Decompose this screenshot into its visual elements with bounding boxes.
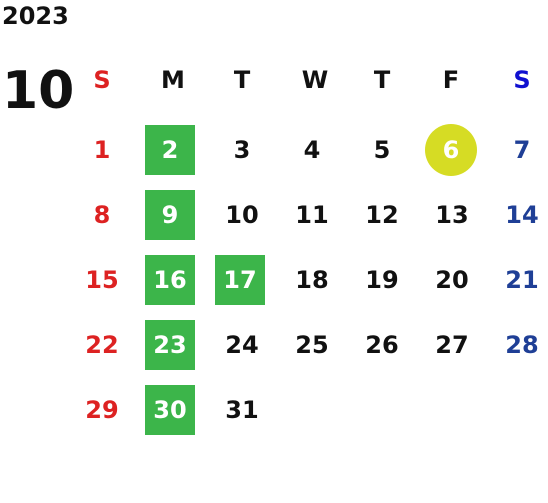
day-cell[interactable]: 12 bbox=[365, 201, 399, 229]
weekday-header-sunday: S bbox=[93, 66, 111, 94]
day-cell[interactable]: 5 bbox=[373, 136, 391, 164]
month-label: 10 bbox=[2, 61, 75, 121]
day-cell[interactable]: 16 bbox=[145, 255, 195, 305]
day-cell[interactable]: 22 bbox=[85, 331, 119, 359]
day-cell[interactable]: 1 bbox=[93, 136, 111, 164]
day-cell[interactable]: 9 bbox=[145, 190, 195, 240]
day-cell[interactable]: 23 bbox=[145, 320, 195, 370]
day-cell[interactable]: 2 bbox=[145, 125, 195, 175]
weekday-header-thursday: T bbox=[373, 66, 391, 94]
day-cell[interactable]: 30 bbox=[145, 385, 195, 435]
weekday-header-monday: M bbox=[161, 66, 185, 94]
day-cell[interactable]: 7 bbox=[513, 136, 531, 164]
day-cell[interactable]: 29 bbox=[85, 396, 119, 424]
day-cell[interactable]: 18 bbox=[295, 266, 329, 294]
day-cell[interactable]: 27 bbox=[435, 331, 469, 359]
day-cell[interactable]: 8 bbox=[93, 201, 111, 229]
day-cell[interactable]: 14 bbox=[505, 201, 539, 229]
day-cell[interactable]: 21 bbox=[505, 266, 539, 294]
weekday-header-friday: F bbox=[442, 66, 460, 94]
year-label: 2023 bbox=[2, 2, 69, 30]
day-cell[interactable]: 20 bbox=[435, 266, 469, 294]
day-cell[interactable]: 17 bbox=[215, 255, 265, 305]
day-cell[interactable]: 10 bbox=[225, 201, 259, 229]
day-cell[interactable]: 25 bbox=[295, 331, 329, 359]
day-cell[interactable]: 13 bbox=[435, 201, 469, 229]
day-cell[interactable]: 4 bbox=[303, 136, 321, 164]
day-cell[interactable]: 26 bbox=[365, 331, 399, 359]
weekday-header-saturday: S bbox=[513, 66, 531, 94]
day-cell[interactable]: 24 bbox=[225, 331, 259, 359]
day-cell[interactable]: 3 bbox=[233, 136, 251, 164]
weekday-header-wednesday: W bbox=[301, 66, 329, 94]
weekday-header-tuesday: T bbox=[233, 66, 251, 94]
day-cell[interactable]: 19 bbox=[365, 266, 399, 294]
day-cell[interactable]: 31 bbox=[225, 396, 259, 424]
calendar-grid: S M T W T F S 1 2 3 4 5 6 7 8 9 10 11 12… bbox=[67, 46, 548, 466]
day-cell[interactable]: 28 bbox=[505, 331, 539, 359]
day-cell[interactable]: 11 bbox=[295, 201, 329, 229]
day-cell[interactable]: 15 bbox=[85, 266, 119, 294]
day-cell[interactable]: 6 bbox=[425, 124, 477, 176]
